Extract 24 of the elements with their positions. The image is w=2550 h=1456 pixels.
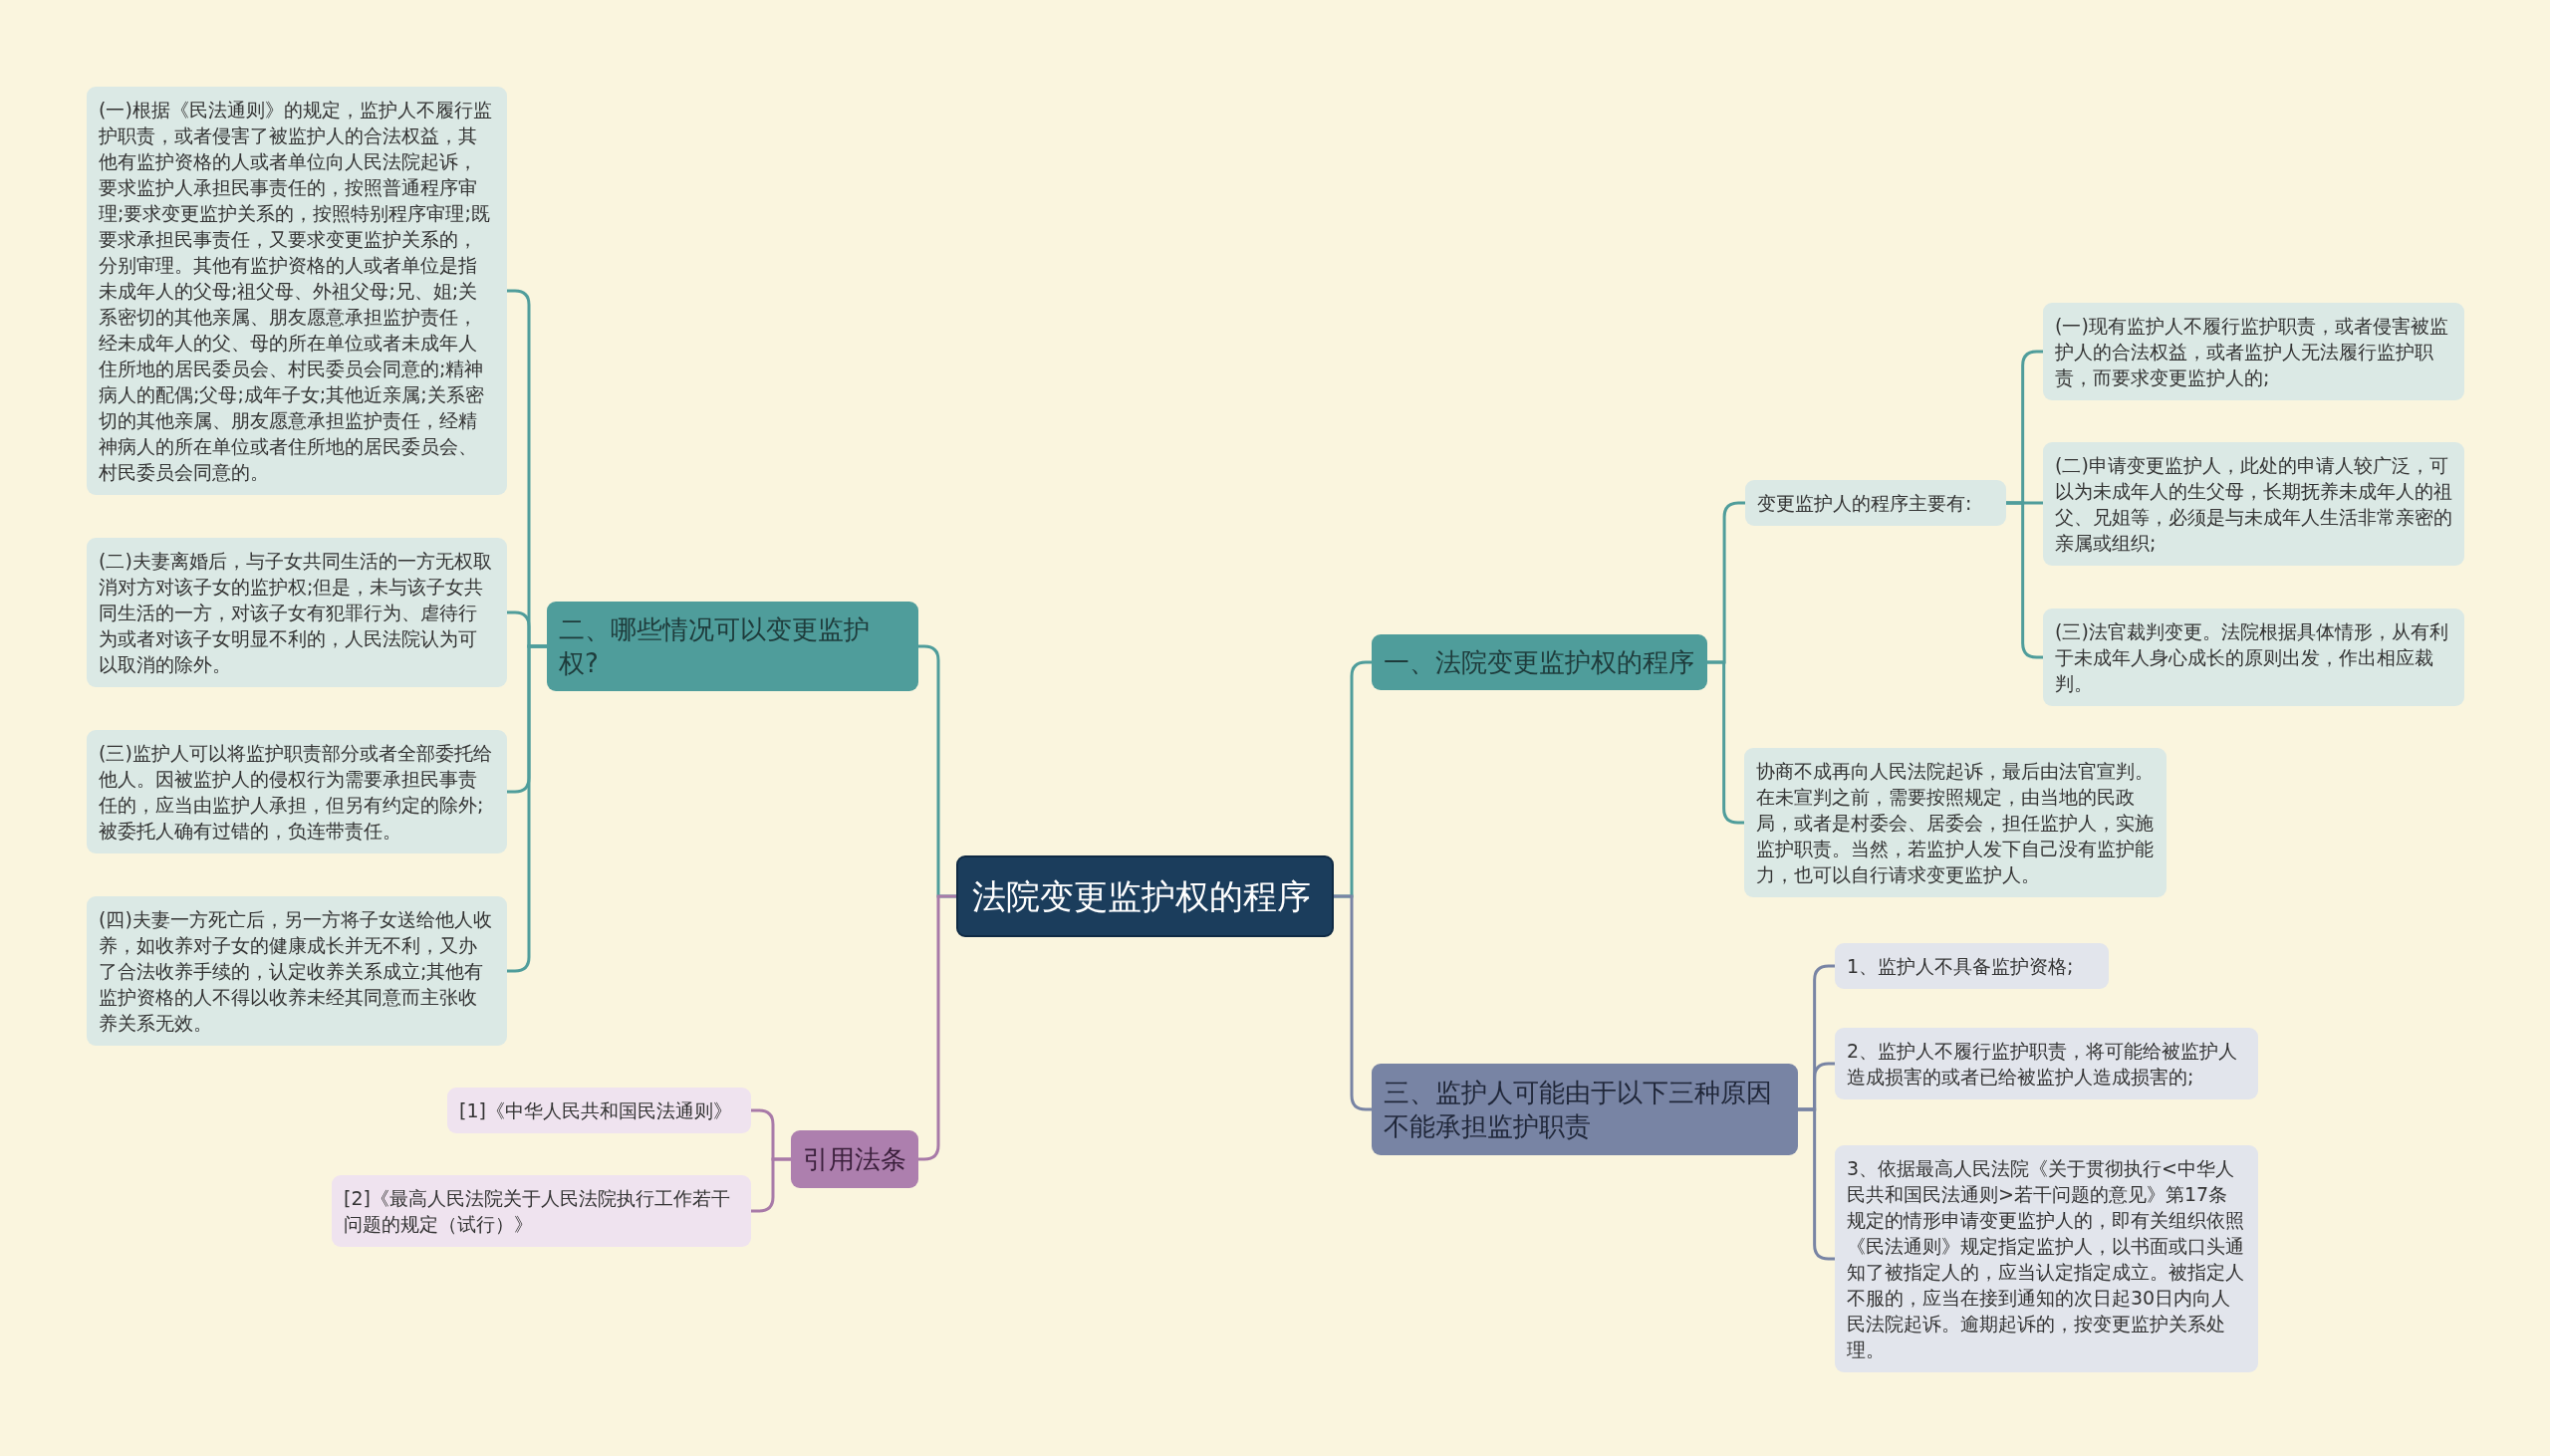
note-box: 协商不成再向人民法院起诉，最后由法官宣判。在未宣判之前，需要按照规定，由当地的民政局，或者是村委会、居委会，担任监护人，实施监护职责。当然，若监护人发下自己没有监护能力，也可以自行请求变更监护人。 [1744,748,2167,897]
note-box: 2、监护人不履行监护职责，将可能给被监护人造成损害的或者已给被监护人造成损害的; [1835,1028,2258,1099]
note-box: (三)法官裁判变更。法院根据具体情形，从有利于未成年人身心成长的原则出发，作出相应裁判。 [2043,608,2464,706]
note-box: (四)夫妻一方死亡后，另一方将子女送给他人收养，如收养对子女的健康成长并无不利，又办了合法收养手续的，认定收养关系成立;其他有监护资格的人不得以收养未经其同意而主张收养关系无效。 [87,896,507,1046]
topic-box: 一、法院变更监护权的程序 [1372,634,1707,690]
note-box: (一)根据《民法通则》的规定，监护人不履行监护职责，或者侵害了被监护人的合法权益，其他有监护资格的人或者单位向人民法院起诉，要求监护人承担民事责任的，按照普通程序审理;要求变更监护关系的，按照特别程序审理;既要求承担民事责任，又要求变更监护关系的，分别审理。其他有监护资格的人或者单位是指未成年人的父母;祖父母、外祖父母;兄、姐;关系密切的其他亲属、朋友愿意承担监护责任，经未成年人的父、母的所在单位或者未成年人住所地的居民委员会、村民委员会同意的;精神病人的配偶;父母;成年子女;其他近亲属;关系密切的其他亲属、朋友愿意承担监护责任，经精神病人的所在单位或者住所地的居民委员会、村民委员会同意的。 [87,87,507,495]
connector-line [2006,501,2043,659]
note-box: (一)现有监护人不履行监护职责，或者侵害被监护人的合法权益，或者监护人无法履行监护职责，而要求变更监护人的; [2043,303,2464,400]
central-topic: 法院变更监护权的程序 [956,855,1334,937]
subtopic-box: 变更监护人的程序主要有: [1745,480,2006,526]
reference-box: [2]《最高人民法院关于人民法院执行工作若干问题的规定（试行）》 [332,1175,751,1247]
note-box: 3、依据最高人民法院《关于贯彻执行<中华人民共和国民法通则>若干问题的意见》第17条规定的情形申请变更监护人的，即有关组织依照《民法通则》规定指定监护人，以书面或口头通知了被指定人的，应当认定指定成立。被指定人不服的，应当在接到通知的次日起30日内向人民法院起诉。逾期起诉的，按变更监护关系处理。 [1835,1145,2258,1372]
topic-box: 二、哪些情况可以变更监护权? [547,602,918,691]
connector-line [1707,660,1744,825]
topic-box: 引用法条 [791,1130,918,1188]
connector-line [507,644,547,973]
topic-box: 三、监护人可能由于以下三种原因不能承担监护职责 [1372,1064,1798,1155]
note-box: (二)夫妻离婚后，与子女共同生活的一方无权取消对方对该子女的监护权;但是，未与该子女共同生活的一方，对该子女有犯罪行为、虐待行为或者对该子女明显不利的，人民法院认为可以取消的除外。 [87,538,507,687]
reference-box: [1]《中华人民共和国民法通则》 [447,1088,751,1133]
note-box: (二)申请变更监护人，此处的申请人较广泛，可以为未成年人的生父母，长期抚养未成年人的祖父、兄姐等，必须是与未成年人生活非常亲密的亲属或组织; [2043,442,2464,566]
connector-line [1798,1107,1835,1261]
connector-line [751,1157,791,1213]
note-box: 1、监护人不具备监护资格; [1835,943,2109,989]
note-box: (三)监护人可以将监护职责部分或者全部委托给他人。因被监护人的侵权行为需要承担民事责任的，应当由监护人承担，但另有约定的除外;被委托人确有过错的，负连带责任。 [87,730,507,853]
